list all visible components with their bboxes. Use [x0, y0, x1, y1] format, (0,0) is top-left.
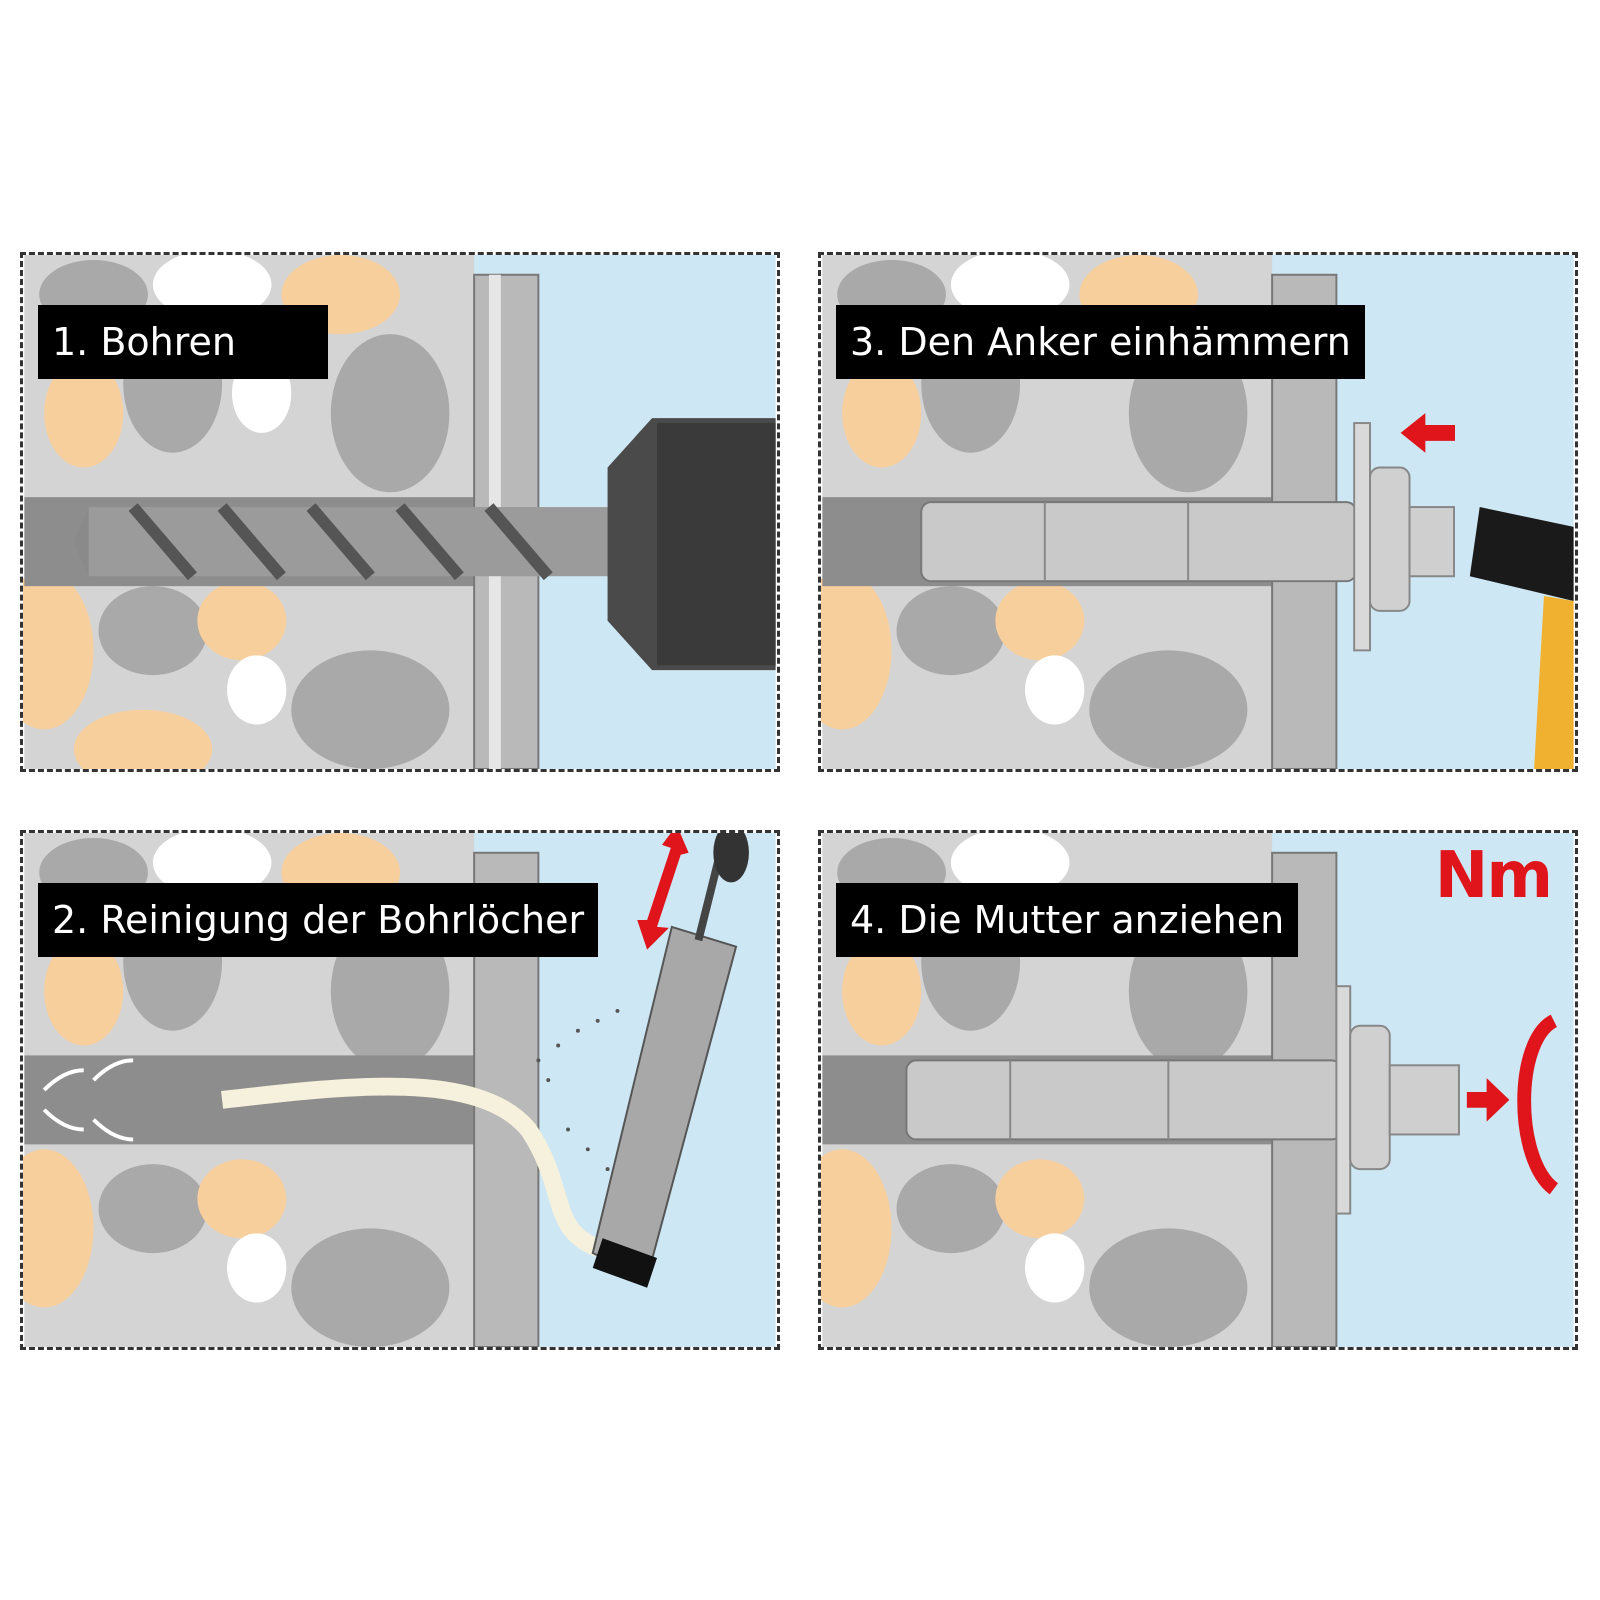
step-1-panel: 1. Bohren [20, 252, 780, 772]
step-2-label: 2. Reinigung der Bohrlöcher [38, 883, 599, 957]
step-1-label: 1. Bohren [38, 305, 328, 379]
step-1-illustration [23, 255, 776, 769]
rotate-arrow-icon [1517, 1014, 1559, 1195]
blow-pump-icon [591, 833, 749, 1288]
right-arrow-icon [1466, 1078, 1510, 1122]
dust-particles [536, 1008, 620, 1172]
torque-unit-label: Nm [1434, 839, 1553, 913]
step-2-panel: 2. Reinigung der Bohrlöcher [20, 830, 780, 1350]
left-arrow-icon [1400, 413, 1455, 453]
airflow-arrows-icon [42, 1058, 134, 1142]
drill-bit-icon [73, 503, 618, 581]
drill-chuck-icon [607, 418, 776, 671]
step-3-label: 3. Den Anker einhämmern [836, 305, 1365, 379]
anchor-bolt-icon [920, 422, 1456, 652]
blow-hose [221, 1077, 602, 1257]
step-4-label: 4. Die Mutter anziehen [836, 883, 1299, 957]
step-4-panel: 4. Die Mutter anziehen Nm [818, 830, 1578, 1350]
step-3-panel: 3. Den Anker einhämmern [818, 252, 1578, 772]
up-down-arrow-icon [637, 833, 689, 950]
hammer-icon [1469, 507, 1574, 769]
anchor-bolt-icon [905, 985, 1460, 1215]
